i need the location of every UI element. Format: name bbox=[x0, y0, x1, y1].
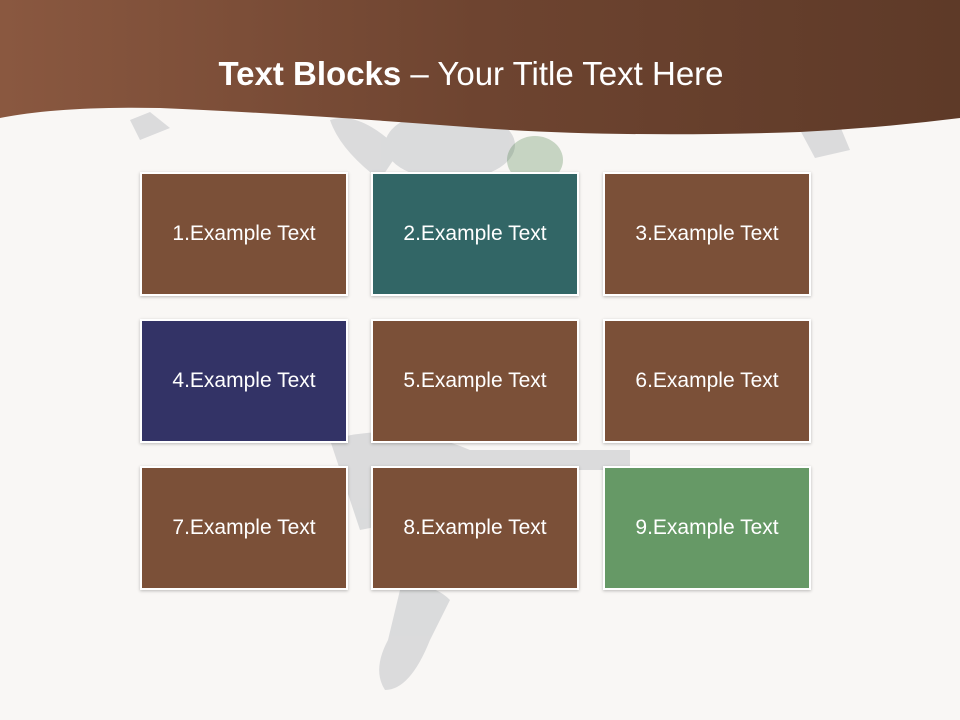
title-text: Your Title Text Here bbox=[437, 55, 724, 92]
page-title: Text Blocks – Your Title Text Here bbox=[0, 52, 942, 96]
text-block-9[interactable]: 9.Example Text bbox=[603, 466, 811, 590]
text-block-7[interactable]: 7.Example Text bbox=[140, 466, 348, 590]
text-block-5[interactable]: 5.Example Text bbox=[371, 319, 579, 443]
text-block-4[interactable]: 4.Example Text bbox=[140, 319, 348, 443]
title-bold: Text Blocks bbox=[218, 55, 402, 92]
text-block-1[interactable]: 1.Example Text bbox=[140, 172, 348, 296]
text-block-2[interactable]: 2.Example Text bbox=[371, 172, 579, 296]
title-dash: – bbox=[401, 55, 438, 92]
text-block-6[interactable]: 6.Example Text bbox=[603, 319, 811, 443]
text-block-3[interactable]: 3.Example Text bbox=[603, 172, 811, 296]
text-block-8[interactable]: 8.Example Text bbox=[371, 466, 579, 590]
header-band bbox=[0, 0, 960, 135]
